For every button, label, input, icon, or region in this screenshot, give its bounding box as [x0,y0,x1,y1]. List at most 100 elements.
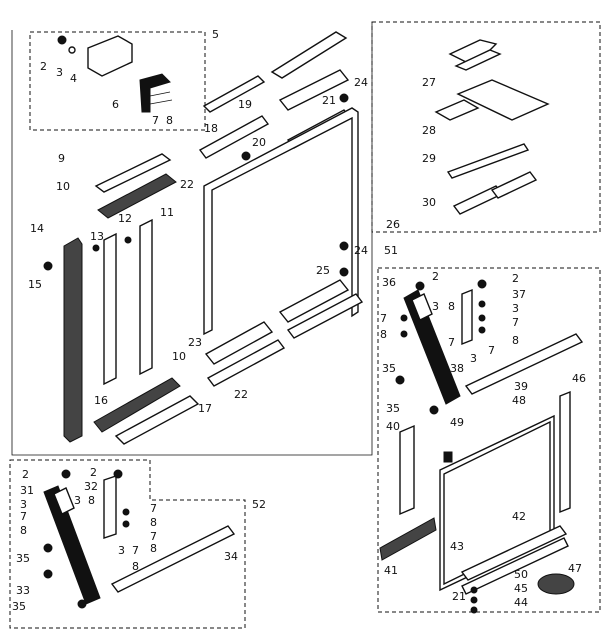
part-number: 2 [22,468,29,481]
part-number: 2 [512,272,519,285]
part-number: 11 [160,206,174,219]
screw-icon [43,261,53,271]
screw-icon [43,569,53,579]
mounting-bracket [87,35,133,77]
part-number: 3 [118,544,125,557]
part-number: 23 [188,336,202,349]
washer-icon [400,314,408,322]
screw-icon [57,35,67,45]
part-number: 24 [354,244,368,257]
washer-icon [400,330,408,338]
part-number: 8 [166,114,173,127]
part-number: 52 [252,498,266,511]
washer-icon [122,508,130,516]
panel-assembly-right [379,390,575,614]
screw-icon [477,279,487,289]
washer-icon [122,520,130,528]
part-number: 28 [422,124,436,137]
part-number: 8 [512,334,519,347]
part-number: 34 [224,550,238,563]
part-number: 35 [16,552,30,565]
part-number: 51 [384,244,398,257]
part-number: 36 [382,276,396,289]
part-number: 8 [448,300,455,313]
part-number: 30 [422,196,436,209]
part-number: 8 [150,516,157,529]
part-number: 3 [56,66,63,79]
part-number: 3 [470,352,477,365]
washer-icon [478,326,486,334]
part-number: 44 [514,596,528,609]
part-number: 21 [322,94,336,107]
part-number: 35 [382,362,396,375]
part-number: 7 [488,344,495,357]
top-right-parts [434,39,550,215]
bottom-rails [204,241,364,387]
part-number: 46 [572,372,586,385]
screw-icon [339,267,349,277]
screw-icon [113,469,123,479]
part-number: 41 [384,564,398,577]
part-number: 13 [90,230,104,243]
part-number: 7 [132,544,139,557]
part-number: 17 [198,402,212,415]
washer-icon [470,586,478,594]
part-number: 22 [234,388,248,401]
part-number: 7 [150,502,157,515]
part-number: 48 [512,394,526,407]
part-number: 10 [56,180,70,193]
part-number: 20 [252,136,266,149]
part-number: 6 [112,98,119,111]
washer-icon [470,596,478,604]
screw-icon [339,241,349,251]
part-number: 42 [512,510,526,523]
screw-icon [429,405,439,415]
part-number: 16 [94,394,108,407]
part-number: 32 [84,480,98,493]
part-number: 45 [514,582,528,595]
part-number: 2 [90,466,97,479]
screw-icon [77,599,87,609]
part-number: 35 [12,600,26,613]
part-number: 21 [452,590,466,603]
part-number: 7 [380,312,387,325]
part-number: 2 [432,270,439,283]
part-number: 7 [512,316,519,329]
part-number: 37 [512,288,526,301]
part-number: 25 [316,264,330,277]
part-number: 49 [450,416,464,429]
part-number: 24 [354,76,368,89]
part-number: 7 [152,114,159,127]
part-number: 8 [380,328,387,341]
part-number: 35 [386,402,400,415]
latch-icon [443,451,453,463]
screw-icon [241,151,251,161]
part-number: 19 [238,98,252,111]
washer-icon [68,46,76,54]
part-number: 27 [422,76,436,89]
group-boxes [9,21,601,629]
screw-icon [124,236,132,244]
part-number: 3 [20,498,27,511]
part-number: 8 [132,560,139,573]
part-number: 31 [20,484,34,497]
part-number: 39 [514,380,528,393]
washer-icon [478,314,486,322]
washer-icon [478,300,486,308]
part-number: 8 [150,542,157,555]
part-number: 18 [204,122,218,135]
part-number: 26 [386,218,400,231]
part-number: 10 [172,350,186,363]
part-number: 47 [568,562,582,575]
part-number: 29 [422,152,436,165]
part-number: 43 [450,540,464,553]
screw-icon [92,244,100,252]
part-number: 7 [20,510,27,523]
bracket-hardware-group [57,35,173,113]
part-number: 9 [58,152,65,165]
part-number: 22 [180,178,194,191]
sash-hardware-left [43,469,236,609]
part-number: 7 [448,336,455,349]
part-number: 4 [70,72,77,85]
